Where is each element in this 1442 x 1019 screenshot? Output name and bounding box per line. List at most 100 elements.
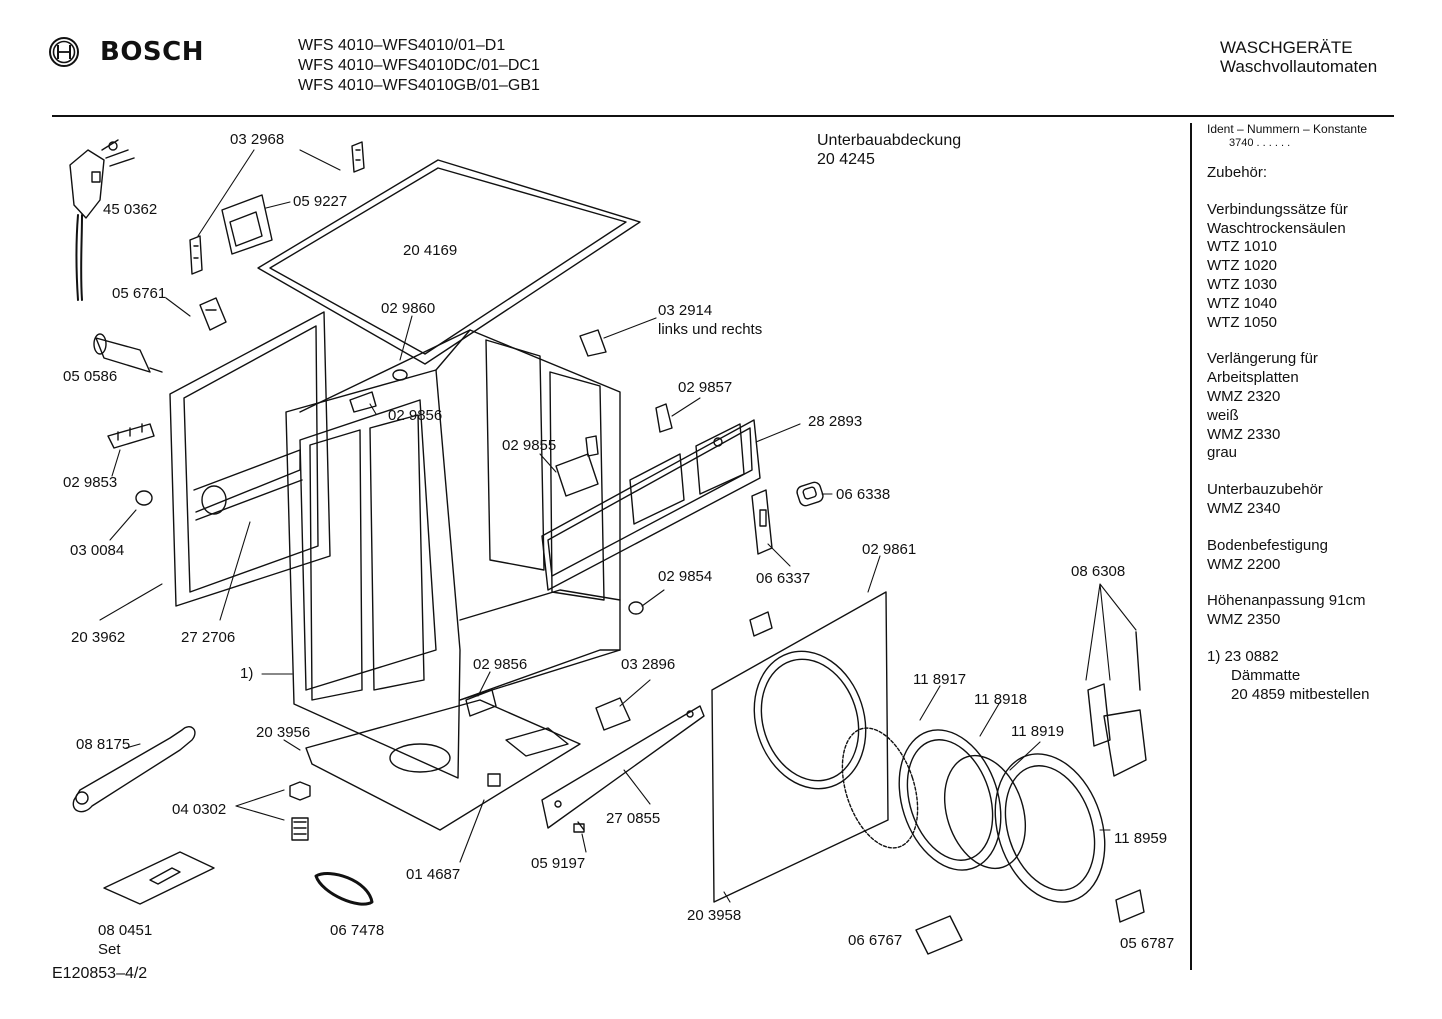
part-label: 02 9861 [862,541,917,558]
part-label: 20 3956 [256,724,311,741]
front-rail-outline [541,705,705,833]
accessory-line: WMZ 2340 [1207,499,1281,517]
accessory-line: WTZ 1040 [1207,294,1278,312]
model-line: WFS 4010–WFS4010GB/01–GB1 [298,77,540,94]
power-plug-icon [69,139,135,301]
brand: BOSCH [48,36,204,68]
part-label: 05 0586 [63,368,118,385]
accessory-line: WTZ 1050 [1207,313,1278,331]
footnote-line: 1) 23 0882 [1207,647,1279,665]
part-label: 05 9227 [293,193,348,210]
accessory-line: WMZ 2320 [1207,387,1281,405]
part-label: Set [98,941,121,958]
part-label: 11 8918 [974,691,1028,708]
model-line: WFS 4010–WFS4010DC/01–DC1 [298,57,540,74]
accessory-line: Verlängerung für [1207,350,1318,368]
accessory-line: grau [1207,444,1238,462]
accessory-line: Waschtrockensäulen [1207,219,1346,237]
sidebar-divider [1190,123,1192,970]
accessory-line: Unterbauzubehör [1207,481,1323,499]
part-label: 06 6767 [848,932,903,949]
part-label: 06 7478 [330,922,385,939]
part-label: 02 9856 [473,656,528,673]
part-label: 02 9860 [381,300,436,317]
part-label: 05 6787 [1120,935,1175,952]
category-heading: WASCHGERÄTE Waschvollautomaten [1220,38,1377,76]
part-label: 20 3962 [71,629,126,646]
door-ring-outline [841,727,1106,903]
part-label: 02 9853 [63,474,118,491]
part-label: 03 2968 [230,131,285,148]
hose-loop-icon [314,872,374,906]
clip-icon [189,141,365,275]
brand-name: BOSCH [100,37,204,67]
leader-lines [99,149,1137,903]
part-label: 01 4687 [406,866,461,883]
part-label: 02 9856 [388,407,443,424]
category-title: WASCHGERÄTE [1220,38,1353,57]
part-label: 11 8917 [913,671,967,688]
accessory-group: Höhenanpassung 91cm WMZ 2350 [1207,592,1369,630]
accessory-line: Bodenbefestigung [1207,536,1328,554]
part-label: 20 3958 [687,907,742,924]
accessory-line: WTZ 1030 [1207,275,1278,293]
unterbau-title: Unterbauabdeckung [817,132,962,149]
accessory-sidebar: Ident – Nummern – Konstante 3740 . . . .… [1207,122,1369,704]
side-panel-outline [169,311,331,607]
part-label: 28 2893 [808,413,863,430]
part-label: 05 6761 [112,285,167,302]
part-label: 45 0362 [103,201,158,218]
accessory-line: WMZ 2330 [1207,425,1281,443]
ident-heading: Ident – Nummern – Konstante [1207,122,1368,136]
part-label: 03 2896 [621,656,676,673]
model-line: WFS 4010–WFS4010/01–D1 [298,37,506,54]
foot-plate-icon [103,851,215,905]
base-plate-outline [305,699,581,831]
part-label: 06 6338 [836,486,891,503]
part-label: 02 9854 [658,568,713,585]
filter-cylinder-icon [93,333,163,373]
accessory-line: Verbindungssätze für [1207,200,1348,218]
hinge-piece-icon [107,423,155,449]
control-module-icon [221,194,273,255]
wrench-icon [72,726,196,813]
accessory-line: weiß [1207,406,1239,424]
door-hinge-icon [1087,631,1147,777]
ident-value: 3740 . . . . . . [1229,137,1291,149]
bosch-logo-icon [49,37,79,67]
part-label: 05 9197 [531,855,586,872]
accessory-line: WMZ 2200 [1207,555,1281,573]
bracket-icon [199,297,227,331]
part-label: 03 0084 [70,542,125,559]
accessory-line: Arbeitsplatten [1207,369,1299,387]
footnote: 1) 23 0882 Dämmatte 20 4859 mitbestellen [1207,648,1369,704]
drawing-id: E120853–4/2 [52,965,148,982]
part-label: 08 0451 [98,922,153,939]
part-label: 11 8959 [1114,830,1168,847]
part-label: 03 2914 [658,302,713,319]
accessory-group: Verbindungssätze für Waschtrockensäulen … [1207,201,1369,333]
handle-part-icon [915,889,1145,955]
button-cover-icon [796,481,824,507]
top-lid-outline [257,159,641,365]
lower-clip-icon [465,689,631,787]
part-label: 02 9857 [678,379,733,396]
accessory-line: WTZ 1020 [1207,257,1278,275]
accessory-line: WMZ 2350 [1207,611,1281,629]
unterbau-number: 20 4245 [817,151,875,168]
cap-icon [135,490,153,506]
nut-bolt-icon [289,781,311,841]
part-label: 06 6337 [756,570,811,587]
control-panel-outline [541,419,761,591]
footnote-line: Dämmatte [1231,666,1301,684]
small-part-icon [349,329,673,615]
accessory-line: WTZ 1010 [1207,238,1278,256]
accessory-line: Höhenanpassung 91cm [1207,592,1366,610]
category-subtitle: Waschvollautomaten [1220,57,1378,76]
model-list: WFS 4010–WFS4010/01–D1 WFS 4010–WFS4010D… [298,36,540,96]
part-label: 08 8175 [76,736,131,753]
part-label: links und rechts [658,321,763,338]
accessory-group: Unterbauzubehör WMZ 2340 [1207,481,1369,519]
cabinet-frame-outline [285,329,621,779]
